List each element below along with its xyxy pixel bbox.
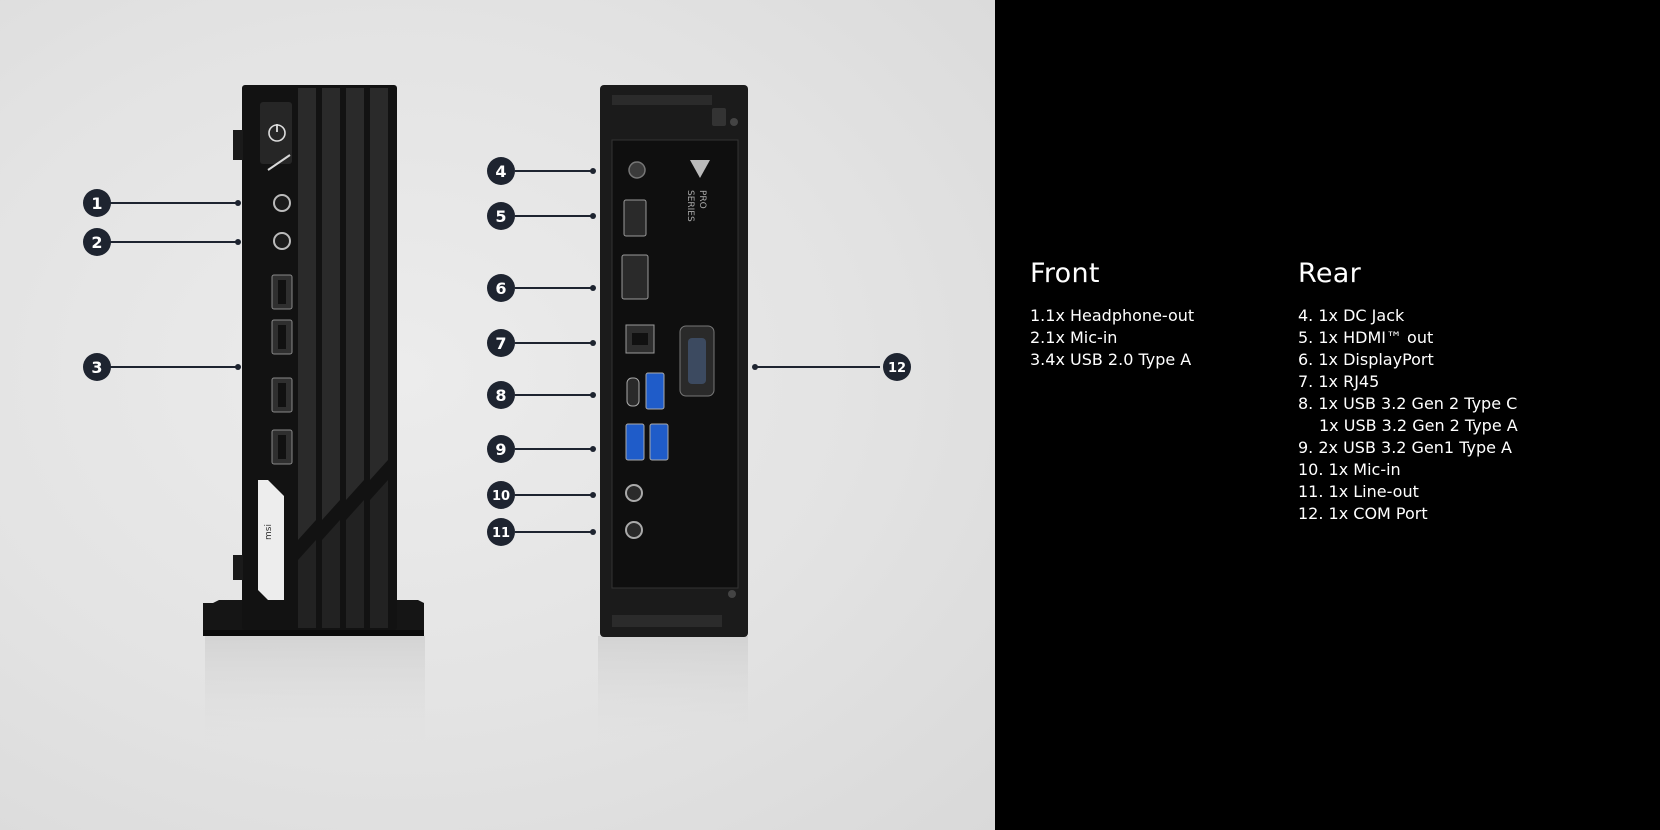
svg-text:4: 4 [495,162,506,181]
callout-endpoints [235,168,758,535]
front-white-panel [258,480,284,600]
rear-spec-item: 4. 1x DC Jack [1298,306,1405,325]
front-spec-column: Front 1.1x Headphone-out 2.1x Mic-in 3.4… [1030,258,1270,371]
headphone-jack [273,194,291,212]
svg-text:12: 12 [888,361,906,376]
pro-series-text-2: SERIES [685,190,695,222]
screw [730,118,738,126]
svg-text:1: 1 [91,194,102,213]
svg-text:2: 2 [91,233,102,252]
rear-spec-item: 5. 1x HDMI™ out [1298,328,1434,347]
front-side-tab [233,130,243,160]
callout-10: 10 [487,481,515,509]
rear-reflection [598,636,748,756]
front-usb-ports [271,274,293,465]
front-spec-item: 3.4x USB 2.0 Type A [1030,350,1192,369]
rear-spec-item: 10. 1x Mic-in [1298,460,1401,479]
front-rib-lower [322,520,340,628]
front-rib [370,88,388,480]
usb-a-gen1-port [625,423,645,461]
svg-text:5: 5 [495,207,506,226]
front-reflection [205,636,425,756]
rear-mic-jack [625,484,643,502]
svg-text:3: 3 [91,358,102,377]
svg-text:6: 6 [495,279,506,298]
front-rib-lower [298,540,316,628]
callout-2: 2 [83,228,111,256]
displayport-port [621,254,649,300]
svg-text:10: 10 [492,489,510,504]
rear-spec-item: 7. 1x RJ45 [1298,372,1380,391]
usb-a-gen2-port [645,372,665,410]
svg-text:7: 7 [495,334,506,353]
rear-spec-item: 9. 2x USB 3.2 Gen1 Type A [1298,438,1512,457]
front-spec-item: 2.1x Mic-in [1030,328,1118,347]
callout-3: 3 [83,353,111,381]
front-rib [346,88,364,500]
rear-spec-item: 12. 1x COM Port [1298,504,1428,523]
rear-line-out-jack [625,521,643,539]
rear-spec-item: 8. 1x USB 3.2 Gen 2 Type C [1298,394,1518,413]
rear-spec-item: 11. 1x Line-out [1298,482,1419,501]
front-rib [322,88,340,520]
front-pc: msi [203,85,424,636]
front-rib [298,88,316,540]
callout-12: 12 [883,353,911,381]
front-heading: Front [1030,258,1100,289]
power-accent-line [267,154,291,171]
rear-spec-column: Rear 4. 1x DC Jack 5. 1x HDMI™ out 6. 1x… [1298,258,1598,525]
com-port-pins [688,338,706,384]
front-rib-lower [346,500,364,628]
rear-heading: Rear [1298,258,1362,289]
front-rib-lower [370,480,388,628]
spec-panel [995,0,1660,830]
kensington-slot [712,108,726,126]
rear-pc: PRO SERIES [600,85,748,637]
rear-spec-item: 6. 1x DisplayPort [1298,350,1434,369]
hdmi-port [623,199,647,237]
callout-5: 5 [487,202,515,230]
power-panel [260,102,292,164]
rear-top-bar [612,95,712,105]
pro-series-logo [690,160,710,178]
rj45-inner [632,333,648,345]
svg-text:8: 8 [495,386,506,405]
front-side-tab-bottom [233,555,243,580]
callout-lines [110,170,880,533]
callout-9: 9 [487,435,515,463]
callout-4: 4 [487,157,515,185]
svg-text:9: 9 [495,440,506,459]
callout-8: 8 [487,381,515,409]
svg-text:11: 11 [492,526,510,541]
screw [728,590,736,598]
front-spec-item: 1.1x Headphone-out [1030,306,1195,325]
mic-jack [273,232,291,250]
callout-1: 1 [83,189,111,217]
callout-11: 11 [487,518,515,546]
usb-a-gen1-port [649,423,669,461]
dc-jack [628,161,646,179]
pro-series-text-1: PRO [697,190,707,209]
rear-bottom-bar [612,615,722,627]
callout-6: 6 [487,274,515,302]
rear-spec-item: 1x USB 3.2 Gen 2 Type A [1319,416,1518,435]
msi-logo-glyph: msi [264,524,274,540]
front-stand-base [203,630,424,636]
product-illustration: msi [83,85,911,756]
usb-c-port [626,377,640,407]
callout-7: 7 [487,329,515,357]
product-photo-panel: msi [0,0,995,830]
